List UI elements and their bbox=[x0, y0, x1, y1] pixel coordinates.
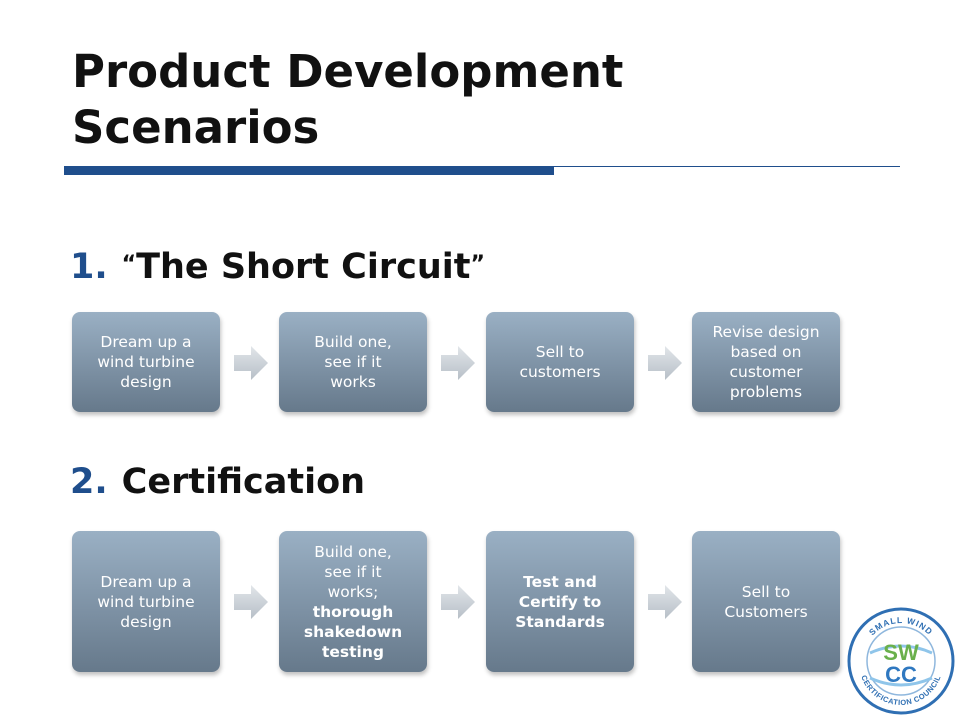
step-text: Build one, bbox=[314, 542, 392, 561]
step-text: see if it bbox=[324, 562, 382, 581]
arrow-right-icon bbox=[648, 585, 682, 619]
title-underline-thin bbox=[554, 166, 900, 167]
scenario-2-step-3: Test and Certify to Standards bbox=[486, 531, 634, 672]
scenario-2-step-4: Sell to Customers bbox=[692, 531, 840, 672]
logo-mark-line-2: CC bbox=[885, 662, 917, 687]
step-text: Dream up a bbox=[100, 333, 192, 351]
step-text-bold: Certify to bbox=[518, 592, 602, 611]
step-text: see if it bbox=[324, 353, 382, 371]
close-quote: ” bbox=[470, 252, 485, 277]
step-text: Build one, bbox=[314, 333, 392, 351]
scenario-1-step-2: Build one, see if it works bbox=[279, 312, 427, 412]
slide-title: Product Development Scenarios bbox=[72, 44, 892, 156]
step-text: design bbox=[120, 373, 172, 391]
step-text-bold: Standards bbox=[515, 612, 605, 631]
step-text: works bbox=[330, 373, 376, 391]
scenario-1-step-3: Sell to customers bbox=[486, 312, 634, 412]
step-text: Dream up a bbox=[100, 572, 192, 591]
title-underline-thick bbox=[64, 166, 554, 175]
step-text: customers bbox=[519, 363, 601, 381]
arrow-right-icon bbox=[648, 346, 682, 380]
step-text-bold: testing bbox=[321, 642, 384, 661]
step-text: wind turbine bbox=[97, 592, 195, 611]
scenario-1-number: 1. bbox=[70, 247, 108, 287]
step-text: Customers bbox=[724, 602, 808, 621]
scenario-1-title: The Short Circuit bbox=[136, 247, 471, 287]
scenario-2-heading: 2. Certification bbox=[70, 461, 365, 503]
title-line-2: Scenarios bbox=[72, 101, 320, 154]
arrow-right-icon bbox=[234, 346, 268, 380]
scenario-2-number: 2. bbox=[70, 462, 108, 502]
logo-mark-line-1: SW bbox=[883, 640, 919, 665]
step-text: problems bbox=[729, 383, 803, 401]
step-text: design bbox=[120, 612, 172, 631]
open-quote: “ bbox=[121, 252, 137, 277]
step-text: Revise design bbox=[712, 323, 820, 341]
step-text: wind turbine bbox=[97, 353, 195, 371]
scenario-1-step-1: Dream up a wind turbine design bbox=[72, 312, 220, 412]
scenario-1-heading: 1. “The Short Circuit” bbox=[70, 246, 485, 288]
step-text: customer bbox=[729, 363, 803, 381]
scenario-1-step-4: Revise design based on customer problems bbox=[692, 312, 840, 412]
step-text: Sell to bbox=[535, 343, 585, 361]
step-text: based on bbox=[730, 343, 802, 361]
step-text-bold: shakedown bbox=[303, 622, 403, 641]
scenario-2-step-1: Dream up a wind turbine design bbox=[72, 531, 220, 672]
arrow-right-icon bbox=[441, 585, 475, 619]
step-text: works; bbox=[327, 582, 379, 601]
title-line-1: Product Development bbox=[72, 45, 624, 98]
arrow-right-icon bbox=[441, 346, 475, 380]
scenario-2-step-2: Build one, see if it works; thorough sha… bbox=[279, 531, 427, 672]
arrow-right-icon bbox=[234, 585, 268, 619]
step-text: Sell to bbox=[741, 582, 791, 601]
scenario-2-title: Certification bbox=[121, 462, 366, 502]
step-text-bold: thorough bbox=[312, 602, 394, 621]
swcc-logo: SMALL WIND CERTIFICATION COUNCIL SW CC bbox=[847, 607, 955, 715]
step-text-bold: Test and bbox=[523, 572, 597, 591]
